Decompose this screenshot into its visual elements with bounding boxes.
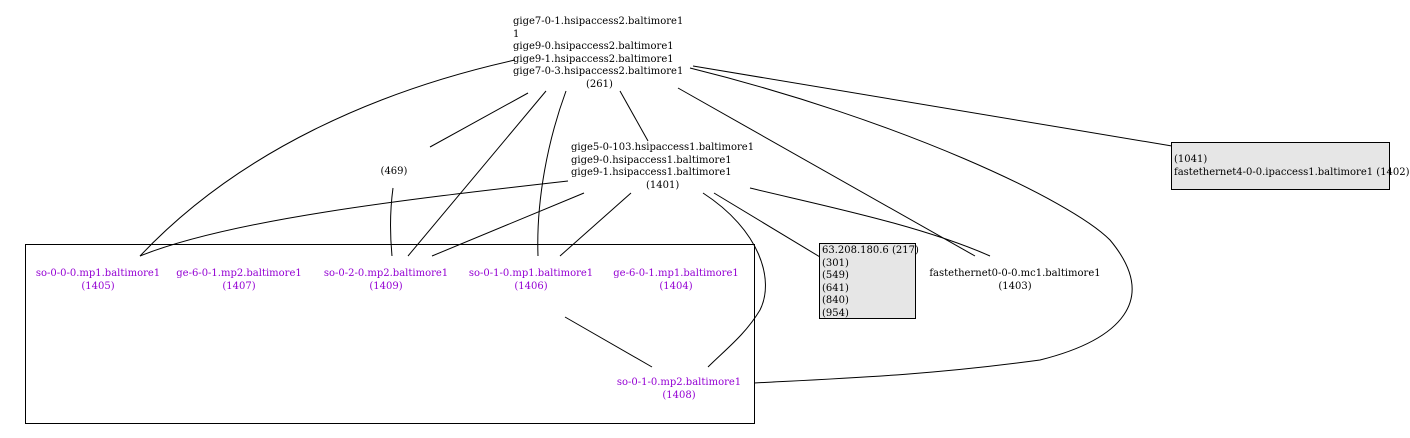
node-label-line: so-0-1-0.mp1.baltimore1 — [468, 268, 594, 279]
edge-hsipaccess2-ipaccess1 — [692, 65, 1173, 147]
node-label-line: gige9-0.hsipaccess1.baltimore1 — [571, 154, 732, 166]
edge-hsipaccess2-mc1 — [677, 87, 976, 257]
edge-hsipaccess1-so-0-0-0-mp1 — [139, 180, 569, 257]
node-label-line: so-0-0-0.mp1.baltimore1 — [35, 268, 161, 279]
node-id: (1041) — [1174, 154, 1208, 165]
node-id: (469) — [380, 166, 408, 177]
node-label-line: so-0-2-0.mp2.baltimore1 — [323, 268, 449, 279]
node-label-line: 63.208.180.6 (217) — [822, 245, 919, 256]
node-label-line: fastethernet0-0-0.mc1.baltimore1 — [929, 268, 1101, 279]
edge-so-0-1-0-mp1-so-0-1-0-mp2 — [564, 316, 653, 368]
node-label-line: gige7-0-1.hsipaccess2.baltimore1 — [513, 16, 684, 27]
node-label-line: gige7-0-3.hsipaccess2.baltimore1 — [513, 66, 684, 78]
node-id: (1401) — [646, 179, 680, 191]
node-id: (261) — [586, 78, 613, 90]
node-id: (1404) — [659, 280, 693, 292]
node-ge-6-0-1-mp1[interactable]: ge-6-0-1.mp1.baltimore1 (1404) — [606, 268, 746, 293]
cluster-box — [25, 244, 755, 424]
edge-hsipaccess2-hsipaccess1 — [619, 90, 649, 142]
node-469[interactable]: (469) — [374, 166, 414, 179]
node-label-line: gige9-0.hsipaccess2.baltimore1 — [513, 41, 674, 53]
edge-hsipaccess2-so-0-0-0-mp1 — [139, 59, 516, 257]
node-label-line: gige9-1.hsipaccess2.baltimore1 — [513, 53, 674, 65]
edge-hsipaccess2-so-0-1-0-mp1 — [537, 90, 567, 257]
node-mc1[interactable]: fastethernet0-0-0.mc1.baltimore1 (1403) — [920, 268, 1110, 293]
node-id: (1405) — [81, 280, 115, 292]
node-ipaccess1[interactable]: (1041) fastethernet4-0-0.ipaccess1.balti… — [1171, 142, 1410, 190]
edge-hsipaccess2-n469 — [429, 92, 529, 148]
node-label-line: ge-6-0-1.mp1.baltimore1 — [613, 268, 739, 279]
node-id: (1403) — [998, 280, 1032, 292]
node-label-line: 1 — [513, 28, 520, 40]
node-ge-6-0-1-mp2[interactable]: ge-6-0-1.mp2.baltimore1 (1407) — [169, 268, 309, 293]
node-id: (1408) — [662, 389, 696, 401]
node-label-line: gige5-0-103.hsipaccess1.baltimore1 — [571, 142, 755, 153]
node-label-line: (954) — [822, 307, 849, 319]
node-label-line: fastethernet4-0-0.ipaccess1.baltimore1 (… — [1174, 166, 1410, 178]
edge-hsipaccess1-ip-box — [713, 192, 821, 258]
node-label-line: (840) — [822, 295, 849, 307]
node-so-0-0-0-mp1[interactable]: so-0-0-0.mp1.baltimore1 (1405) — [28, 268, 168, 293]
edge-hsipaccess2-so-0-1-0-mp2 — [689, 67, 1133, 384]
edge-hsipaccess1-mc1 — [749, 187, 991, 257]
node-label-line: gige9-1.hsipaccess1.baltimore1 — [571, 167, 732, 179]
node-hsipaccess1[interactable]: gige5-0-103.hsipaccess1.baltimore1 gige9… — [571, 142, 754, 192]
node-hsipaccess2[interactable]: gige7-0-1.hsipaccess2.baltimore1 1 gige9… — [513, 16, 683, 92]
edge-hsipaccess2-so-0-2-0-mp2 — [407, 90, 547, 257]
node-id: (1409) — [369, 280, 403, 292]
node-so-0-1-0-mp2[interactable]: so-0-1-0.mp2.baltimore1 (1408) — [609, 377, 749, 402]
edge-hsipaccess1-so-0-2-0-mp2 — [431, 192, 585, 257]
node-label-line: (301) — [822, 257, 849, 269]
node-ip-box[interactable]: 63.208.180.6 (217) (301) (549) (641) (84… — [819, 243, 919, 319]
node-id: (1407) — [222, 280, 256, 292]
node-label-line: ge-6-0-1.mp2.baltimore1 — [176, 268, 302, 279]
node-id: (1406) — [514, 280, 548, 292]
node-so-0-1-0-mp1[interactable]: so-0-1-0.mp1.baltimore1 (1406) — [461, 268, 601, 293]
node-label-line: (641) — [822, 282, 849, 294]
edge-hsipaccess1-so-0-1-0-mp1 — [559, 192, 632, 257]
edge-n469-so-0-2-0-mp2 — [390, 187, 394, 257]
node-label-line: so-0-1-0.mp2.baltimore1 — [616, 377, 742, 388]
node-so-0-2-0-mp2[interactable]: so-0-2-0.mp2.baltimore1 (1409) — [316, 268, 456, 293]
node-label-line: (549) — [822, 270, 849, 282]
edge-hsipaccess1-so-0-1-0-mp2 — [702, 192, 766, 368]
